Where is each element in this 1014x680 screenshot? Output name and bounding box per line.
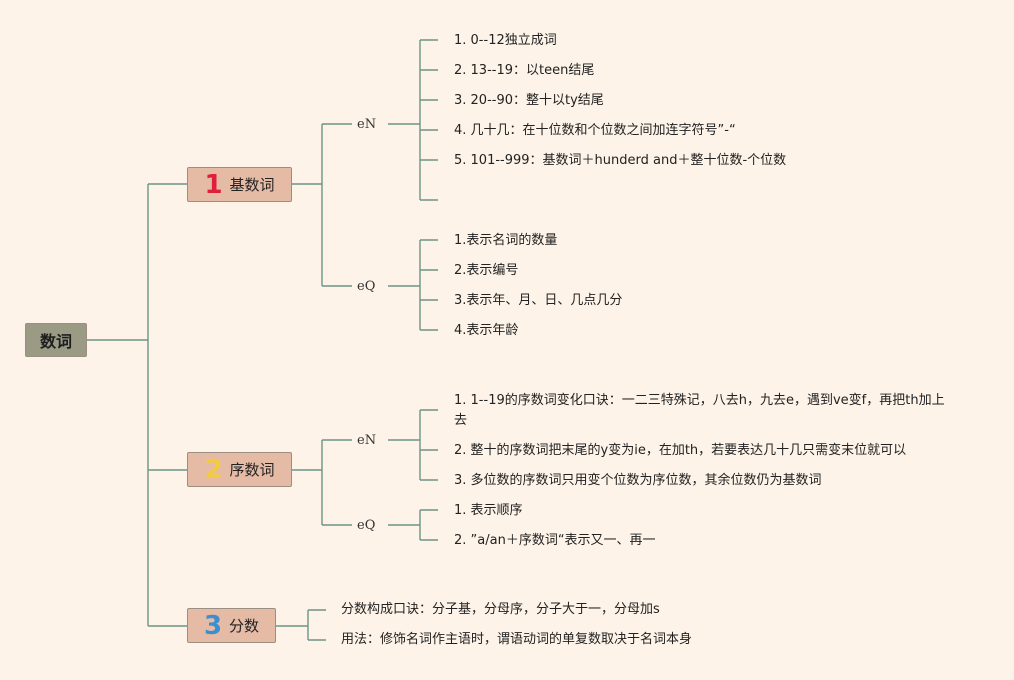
branch-1-label: 基数词	[229, 176, 275, 194]
branch-3-connector	[276, 609, 326, 641]
root-connector	[87, 183, 187, 627]
branch-2-eq-label[interactable]: eQ	[357, 518, 376, 533]
branch-2-en-connector	[388, 409, 438, 481]
branch-2-en-label[interactable]: eN	[357, 433, 377, 448]
b2-en-item-2[interactable]: 2. 整十的序数词把末尾的y变为ie，在加th，若要表达几十几只需变末位就可以	[454, 443, 907, 458]
b1-eq-item-4[interactable]: 4.表示年龄	[454, 323, 519, 338]
branch-3-label: 分数	[229, 617, 260, 635]
branch-1-connector	[292, 123, 352, 287]
branch-1-eq-connector	[388, 239, 438, 331]
b1-en-item-4[interactable]: 4. 几十几：在十位数和个位数之间加连字符号”-“	[454, 123, 736, 138]
b1-en-item-3[interactable]: 3. 20--90：整十以ty结尾	[454, 93, 604, 108]
branch-2-label: 序数词	[229, 461, 275, 479]
branch-1-node[interactable]: 1 基数词	[187, 167, 292, 202]
b1-eq-item-3[interactable]: 3.表示年、月、日、几点几分	[454, 293, 623, 308]
b1-en-item-2[interactable]: 2. 13--19：以teen结尾	[454, 63, 595, 78]
root-label: 数词	[39, 332, 72, 351]
b1-eq-item-2[interactable]: 2.表示编号	[454, 263, 519, 278]
branch-2-eq-connector	[388, 509, 438, 541]
branch-1-eq-label[interactable]: eQ	[357, 279, 376, 294]
root-node[interactable]: 数词	[25, 323, 87, 357]
b2-en-item-1[interactable]: 1. 1--19的序数词变化口诀：一二三特殊记，八去h，九去e，遇到ve变f，再…	[454, 393, 945, 428]
b1-en-item-1[interactable]: 1. 0--12独立成词	[454, 33, 557, 48]
branch-1-en-connector	[388, 39, 438, 201]
branch-3-node[interactable]: 3 分数	[187, 608, 276, 643]
branch-2-node[interactable]: 2 序数词	[187, 452, 292, 487]
b1-en-item-5[interactable]: 5. 101--999：基数词＋hunderd and＋整十位数-个位数	[454, 153, 787, 168]
branch-1-en-label[interactable]: eN	[357, 117, 377, 132]
branch-3-number: 3	[203, 610, 223, 641]
b2-en-item-3[interactable]: 3. 多位数的序数词只用变个位数为序位数，其余位数仍为基数词	[454, 473, 822, 488]
branch-2-number: 2	[204, 454, 223, 485]
b2-eq-item-1[interactable]: 1. 表示顺序	[454, 503, 523, 518]
b1-eq-item-1[interactable]: 1.表示名词的数量	[454, 233, 558, 248]
b3-item-1[interactable]: 分数构成口诀：分子基，分母序，分子大于一，分母加s	[341, 602, 660, 617]
b2-eq-item-2[interactable]: 2. ”a/an＋序数词“表示又一、再一	[454, 533, 656, 548]
branch-2-connector	[292, 439, 352, 526]
b3-item-2[interactable]: 用法：修饰名词作主语时，谓语动词的单复数取决于名词本身	[341, 632, 693, 647]
branch-1-number: 1	[204, 169, 223, 200]
